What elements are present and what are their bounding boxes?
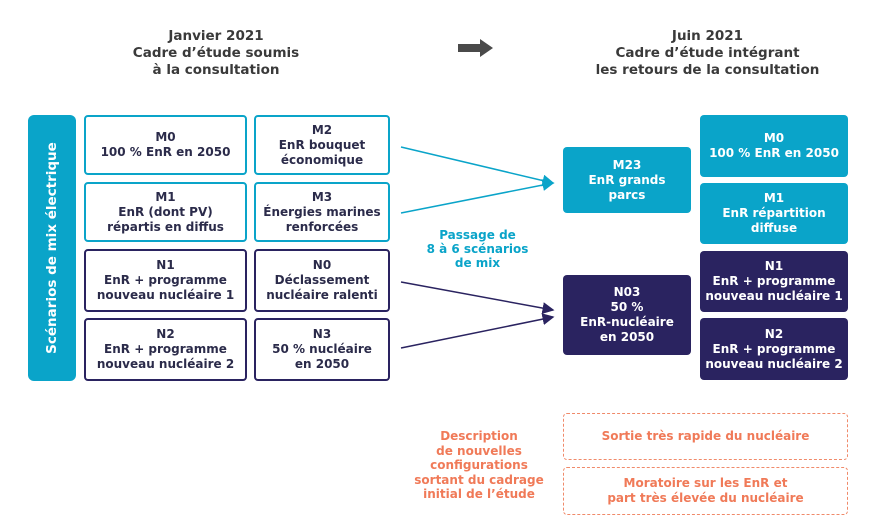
scenario-n03-desc3: en 2050 [599,330,655,344]
scenario-m0-code: M0 [155,130,176,144]
scenario-n3-desc2: en 2050 [294,357,350,371]
reduction-note-line2: 8 à 6 scénarios [426,242,529,256]
right-header-line2: Cadre d’étude intégrant [615,45,800,61]
arrow-n0-to-n03 [400,281,555,314]
scenario-n1-new-code: N1 [764,259,784,273]
scenario-m3-desc1: Énergies marines [263,204,381,219]
new-configs-note-line5: initial de l’étude [423,487,535,501]
scenario-n3-desc1: 50 % nucléaire [272,342,372,356]
scenario-n2-desc2: nouveau nucléaire 2 [96,357,235,371]
config-fast-exit-label: Sortie très rapide du nucléaire [601,429,810,443]
scenario-m1-new-code: M1 [763,191,785,205]
config-moratorium-line2: part très élevée du nucléaire [607,491,804,505]
reduction-note-line1: Passage de [439,228,516,242]
scenario-n2-new-code: N2 [764,326,784,341]
new-configs-note: Description de nouvelles configurations … [410,429,548,502]
scenario-m3-code: M3 [311,189,333,204]
scenario-m23-code: M23 [612,157,642,172]
side-label: Scénarios de mix électrique [44,142,60,354]
scenario-n2-code: N2 [156,327,175,341]
scenario-m2-desc2: économique [280,152,364,167]
scenario-n2-new-desc1: EnR + programme [712,341,836,356]
scenario-m1-desc1: EnR (dont PV) [118,204,213,219]
scenario-n3-code: N3 [312,327,332,341]
arrow-m2-to-m23 [400,146,555,187]
scenario-n1-new-desc2: nouveau nucléaire 1 [705,289,843,303]
timeline-arrow-icon [458,39,493,57]
merge-arrows [400,146,555,349]
scenario-n1-desc1: EnR + programme [104,273,227,287]
scenario-n1-desc2: nouveau nucléaire 1 [96,288,235,302]
scenario-m1-new-desc2: diffuse [750,221,798,235]
scenario-m1-desc2: répartis en diffus [107,219,224,234]
scenario-n0-desc1: Déclassement [274,273,370,287]
scenario-m23-desc2: parcs [608,187,646,202]
new-configs-note-line4: sortant du cadrage [414,472,544,487]
new-configs-note-line3: configurations [430,458,528,472]
scenario-m0-new-code: M0 [763,131,785,145]
left-header-line3: à la consultation [152,62,280,78]
config-moratorium-box: Moratoire sur les EnR et part très élevé… [563,467,848,515]
right-header-date: Juin 2021 [671,28,744,44]
scenario-n03-code: N03 [613,285,641,299]
config-fast-exit-box: Sortie très rapide du nucléaire [563,413,848,460]
scenario-m1-code: M1 [155,189,176,204]
scenario-m1-new-desc1: EnR répartition [722,206,826,220]
scenario-n2-new-desc2: nouveau nucléaire 2 [705,356,843,371]
left-header-line2: Cadre d’étude soumis [132,45,300,61]
scenario-m23-desc1: EnR grands [588,172,666,187]
scenario-m0-new-desc: 100 % EnR en 2050 [709,146,839,160]
scenario-n1-code: N1 [156,258,175,272]
new-configs-note-line2: de nouvelles [436,443,522,458]
side-label-bar: Scénarios de mix électrique [28,115,76,381]
scenario-m2-desc1: EnR bouquet [278,137,366,152]
arrow-n3-to-n03 [400,313,555,349]
scenario-n0-desc2: nucléaire ralenti [266,288,378,302]
new-configs-note-line1: Description [440,429,518,443]
scenario-m0-desc: 100 % EnR en 2050 [100,145,231,159]
scenario-n03-desc1: 50 % [610,300,644,314]
left-header: Janvier 2021 Cadre d’étude soumis à la c… [96,28,336,79]
scenario-n0-code: N0 [312,258,332,272]
reduction-note-line3: de mix [454,256,501,270]
scenario-m3-desc2: renforcées [285,219,359,234]
config-moratorium-line1: Moratoire sur les EnR et [623,476,788,490]
scenario-n1-new-desc1: EnR + programme [712,274,836,288]
scenario-n03-desc2: EnR-nucléaire [580,315,674,329]
right-header-line3: les retours de la consultation [595,62,820,78]
left-header-date: Janvier 2021 [168,28,264,44]
scenario-n2-desc1: EnR + programme [104,342,227,356]
arrow-m3-to-m23 [400,179,555,214]
reduction-note: Passage de 8 à 6 scénarios de mix [410,228,545,270]
scenario-m2-code: M2 [311,122,333,137]
right-header: Juin 2021 Cadre d’étude intégrant les re… [565,28,850,79]
